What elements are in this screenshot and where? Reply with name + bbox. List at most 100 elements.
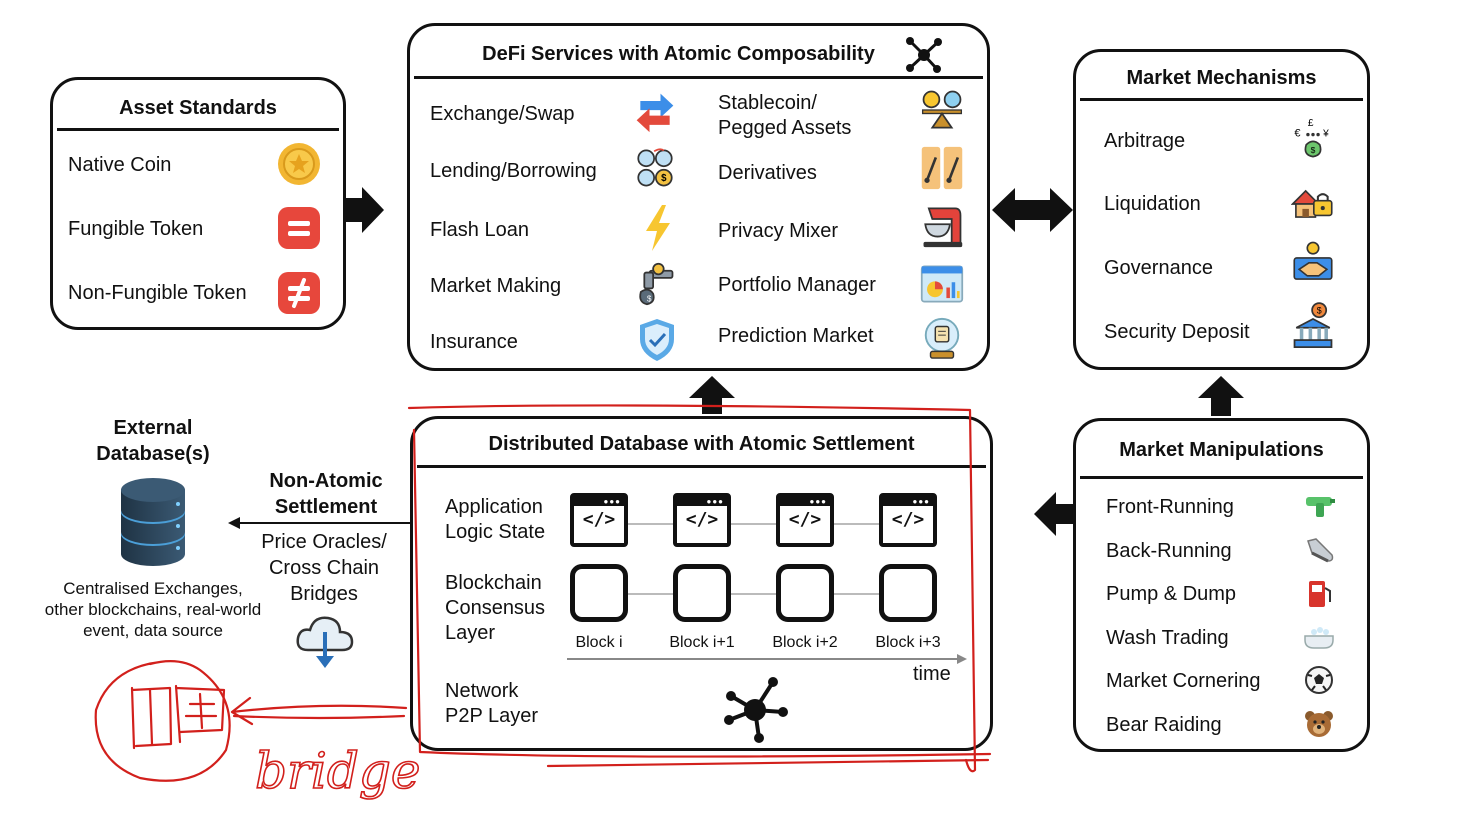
block-square bbox=[673, 564, 731, 622]
mechanism-liquidation: Liquidation bbox=[1104, 193, 1201, 215]
handshake-icon bbox=[1291, 240, 1335, 284]
defi-derivatives: Derivatives bbox=[718, 162, 817, 184]
manip-front-running: Front-Running bbox=[1106, 496, 1234, 518]
defi-flash-loan: Flash Loan bbox=[430, 219, 529, 241]
defi-stablecoin: Stablecoin/ Pegged Assets bbox=[718, 92, 852, 139]
app-state-icon: ●●●</> bbox=[673, 493, 731, 547]
red-circle bbox=[94, 659, 231, 782]
mechanism-governance: Governance bbox=[1104, 257, 1213, 279]
p2p-network-icon bbox=[719, 674, 791, 746]
mechanism-security-deposit: Security Deposit bbox=[1104, 321, 1250, 343]
block-connector bbox=[603, 593, 913, 595]
not-equal-icon bbox=[277, 271, 321, 315]
arrow-manip-to-db bbox=[1034, 492, 1074, 536]
divider bbox=[1080, 476, 1363, 479]
manip-market-cornering: Market Cornering bbox=[1106, 670, 1261, 692]
block-square bbox=[776, 564, 834, 622]
defi-portfolio-manager: Portfolio Manager bbox=[718, 274, 876, 296]
state-connector bbox=[603, 523, 913, 525]
defi-prediction-market: Prediction Market bbox=[718, 325, 874, 347]
block-label: Block i bbox=[575, 634, 623, 651]
market-mechanisms-panel: Market Mechanisms Arbitrage Liquidation … bbox=[1073, 49, 1370, 370]
shield-check-icon bbox=[635, 318, 679, 362]
divider bbox=[417, 465, 986, 468]
svg-text:$: $ bbox=[661, 173, 667, 184]
swap-arrows-icon bbox=[633, 90, 677, 134]
layer-application: Application Logic State bbox=[445, 496, 546, 543]
locked-house-icon bbox=[1291, 182, 1335, 226]
bathtub-icon bbox=[1302, 620, 1336, 654]
fuel-pump-icon bbox=[1302, 576, 1336, 610]
time-axis bbox=[567, 654, 967, 664]
sneaker-icon bbox=[1302, 533, 1336, 567]
block-square bbox=[879, 564, 937, 622]
equals-icon bbox=[277, 206, 321, 250]
divider bbox=[414, 76, 983, 79]
svg-text:$: $ bbox=[1311, 145, 1316, 155]
distributed-db-title: Distributed Database with Atomic Settlem… bbox=[488, 433, 915, 455]
market-mechanisms-title: Market Mechanisms bbox=[1126, 67, 1317, 89]
layer-consensus: Blockchain Consensus Layer bbox=[445, 572, 546, 644]
bear-icon bbox=[1302, 707, 1336, 741]
derivatives-icon bbox=[920, 146, 964, 190]
svg-text:€: € bbox=[1294, 127, 1300, 139]
handwritten-bridge: bridge bbox=[255, 742, 421, 800]
divider bbox=[57, 128, 339, 131]
svg-text:£: £ bbox=[1308, 118, 1314, 129]
defi-services-title: DeFi Services with Atomic Composability bbox=[482, 43, 875, 65]
asset-standards-panel: Asset Standards Native Coin Fungible Tok… bbox=[50, 77, 346, 330]
asset-standards-title: Asset Standards bbox=[119, 97, 277, 119]
defi-lending-borrowing: Lending/Borrowing bbox=[430, 160, 597, 182]
defi-privacy-mixer: Privacy Mixer bbox=[718, 220, 839, 242]
manip-wash-trading: Wash Trading bbox=[1106, 627, 1229, 649]
arrow-db-to-defi bbox=[689, 376, 735, 414]
non-atomic-title: Non-Atomic Settlement bbox=[269, 470, 383, 518]
svg-text:¥: ¥ bbox=[1322, 128, 1329, 139]
manip-bear-raiding: Bear Raiding bbox=[1106, 714, 1222, 736]
market-manipulations-title: Market Manipulations bbox=[1119, 439, 1324, 461]
app-state-icon: ●●●</> bbox=[570, 493, 628, 547]
portfolio-chart-icon bbox=[920, 262, 964, 306]
defi-insurance: Insurance bbox=[430, 331, 518, 353]
divider bbox=[1080, 98, 1363, 101]
arrow-asset-to-defi bbox=[346, 187, 384, 233]
soccer-ball-icon bbox=[1302, 663, 1336, 697]
cloud-download-icon bbox=[294, 610, 356, 670]
red-arrow bbox=[230, 696, 408, 726]
block-square bbox=[570, 564, 628, 622]
defi-exchange-swap: Exchange/Swap bbox=[430, 103, 575, 125]
non-atomic-subtitle: Price Oracles/ Cross Chain Bridges bbox=[261, 531, 387, 605]
time-label: time bbox=[913, 663, 951, 685]
external-db-title: External Database(s) bbox=[96, 417, 210, 465]
arrow-manip-to-mechanisms bbox=[1198, 376, 1244, 416]
water-gun-icon bbox=[1302, 489, 1336, 523]
lightning-icon bbox=[636, 205, 680, 251]
asset-non-fungible-token: Non-Fungible Token bbox=[68, 282, 247, 304]
gold-coin-icon bbox=[277, 142, 321, 186]
mixer-icon bbox=[920, 204, 964, 248]
red-box-outline bbox=[407, 404, 977, 773]
crystal-ball-icon bbox=[920, 316, 964, 360]
network-nodes-icon bbox=[902, 33, 946, 77]
lending-icon: $ bbox=[633, 146, 677, 190]
arrow-defi-mechanisms bbox=[992, 188, 1073, 232]
asset-native-coin: Native Coin bbox=[68, 154, 172, 176]
bank-deposit-icon: $ bbox=[1291, 302, 1335, 348]
money-tap-icon: $ bbox=[632, 262, 676, 306]
external-db-caption: Centralised Exchanges, other blockchains… bbox=[44, 579, 262, 640]
database-icon bbox=[118, 476, 188, 570]
defi-services-panel: DeFi Services with Atomic Composability … bbox=[407, 23, 990, 371]
app-state-icon: ●●●</> bbox=[776, 493, 834, 547]
mechanism-arbitrage: Arbitrage bbox=[1104, 130, 1186, 152]
manip-back-running: Back-Running bbox=[1106, 540, 1232, 562]
balance-scale-icon bbox=[920, 88, 964, 132]
app-state-icon: ●●●</> bbox=[879, 493, 937, 547]
distributed-db-panel: Distributed Database with Atomic Settlem… bbox=[410, 416, 993, 751]
block-label: Block i+3 bbox=[875, 634, 941, 651]
asset-fungible-token: Fungible Token bbox=[68, 218, 204, 240]
arbitrage-icon: € £ ¥ $ bbox=[1291, 116, 1335, 160]
layer-network: Network P2P Layer bbox=[445, 680, 539, 727]
svg-text:$: $ bbox=[647, 295, 652, 304]
